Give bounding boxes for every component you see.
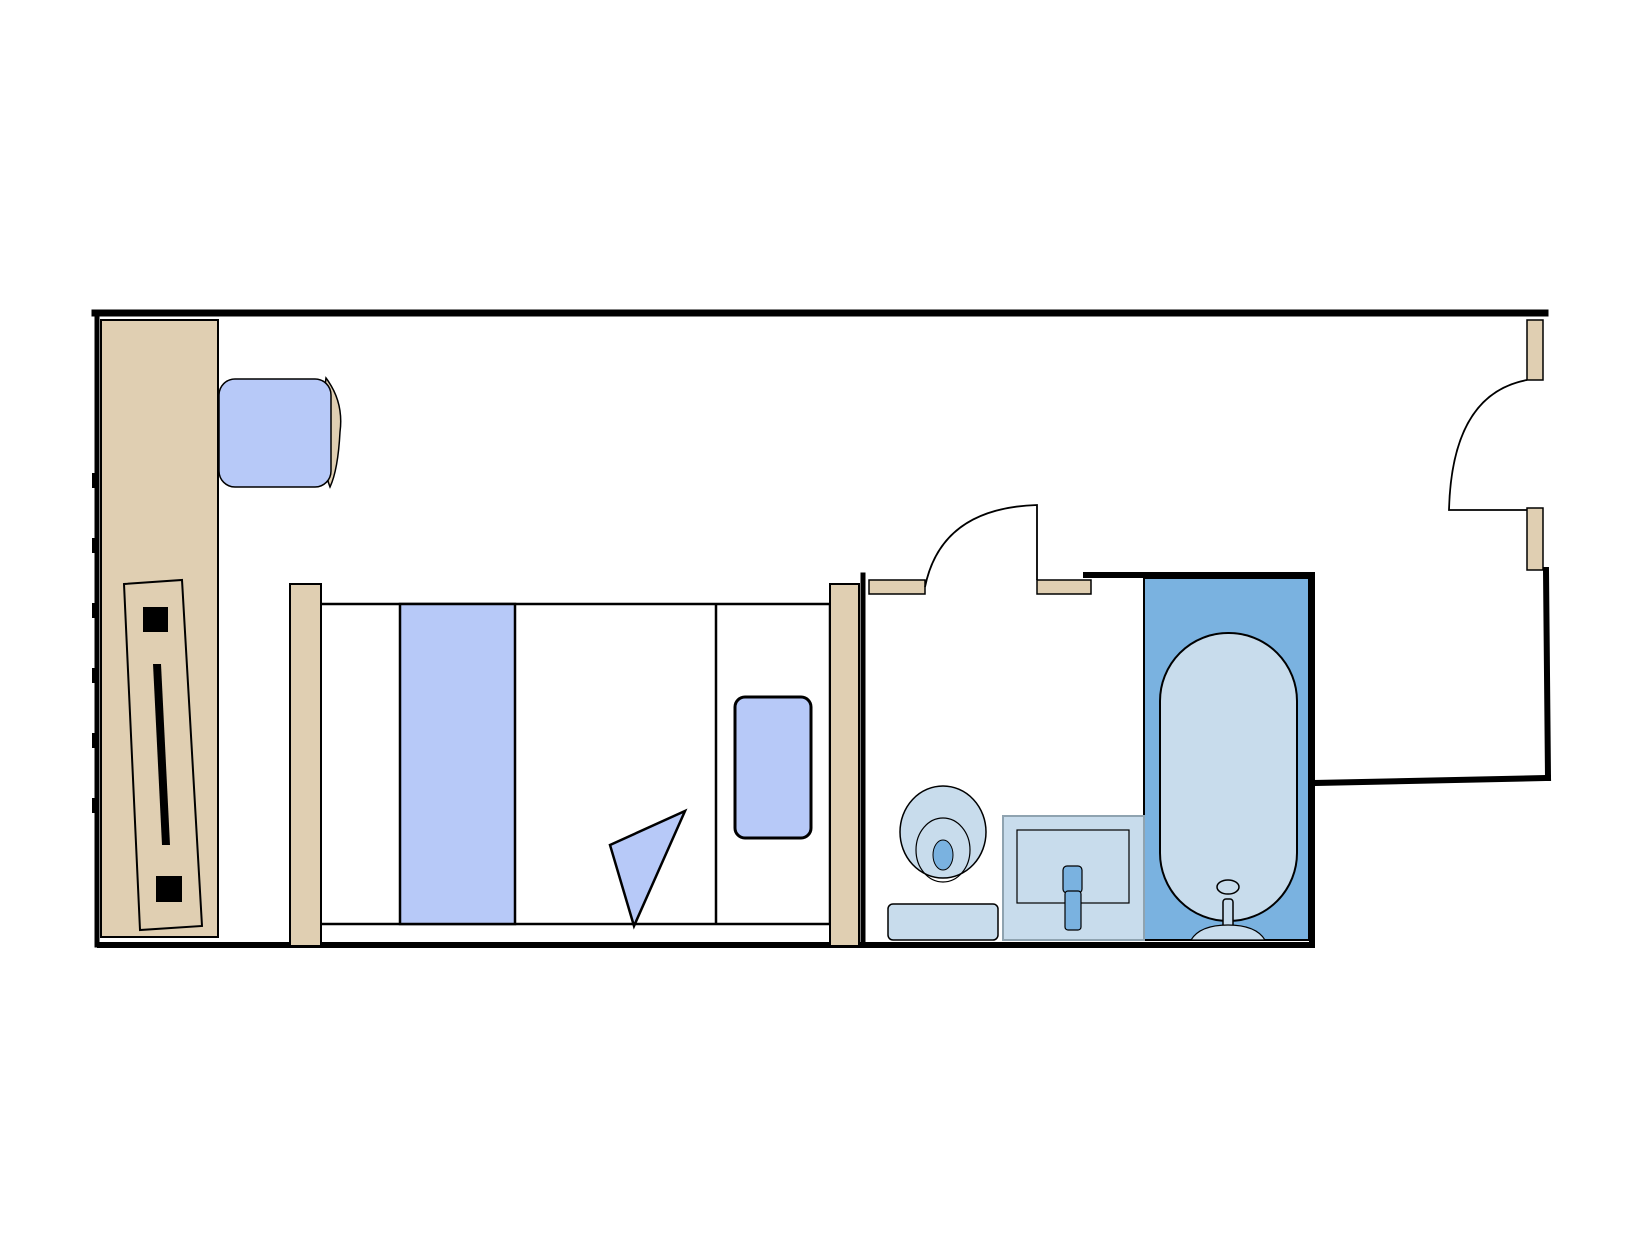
door-jamb-right: [1036, 579, 1092, 595]
entry-jamb-bottom: [1526, 507, 1544, 571]
sink-faucet-spout: [1064, 890, 1082, 931]
sink-faucet-top: [1062, 865, 1083, 894]
toilet-seat: [915, 817, 971, 883]
toilet-icon: [887, 785, 999, 941]
speaker-top: [143, 607, 168, 632]
speaker-bottom: [156, 876, 182, 902]
armchair-icon: [218, 376, 342, 489]
tub-faucet-head: [1216, 879, 1240, 895]
entry-bottom-wall: [1309, 774, 1552, 787]
screen-bar: [153, 664, 170, 845]
tub-faucet-base: [1189, 924, 1267, 941]
bedside-panel-right: [829, 583, 860, 947]
toilet-bowl: [899, 785, 987, 879]
toilet-tank: [887, 903, 999, 941]
door-swing-icon: [924, 504, 1038, 588]
entry-jamb-top: [1526, 319, 1544, 381]
tub-basin: [1159, 632, 1298, 922]
bathroom-door[interactable]: [868, 504, 1092, 595]
door-jamb-left: [868, 579, 926, 595]
bed: [289, 583, 860, 947]
chair-seat: [218, 378, 332, 488]
door-swing-icon: [1448, 379, 1528, 511]
pillow: [733, 695, 813, 840]
tv-unit: [122, 578, 204, 932]
folded-blanket: [608, 808, 688, 930]
entrance-door[interactable]: [1448, 319, 1544, 571]
entry-right-wall: [1542, 566, 1552, 782]
bed-runner: [398, 602, 517, 926]
bathtub-icon: [1143, 577, 1310, 941]
bedside-panel-left: [289, 583, 322, 947]
toilet-water: [932, 839, 954, 871]
sink-icon: [1002, 815, 1145, 941]
